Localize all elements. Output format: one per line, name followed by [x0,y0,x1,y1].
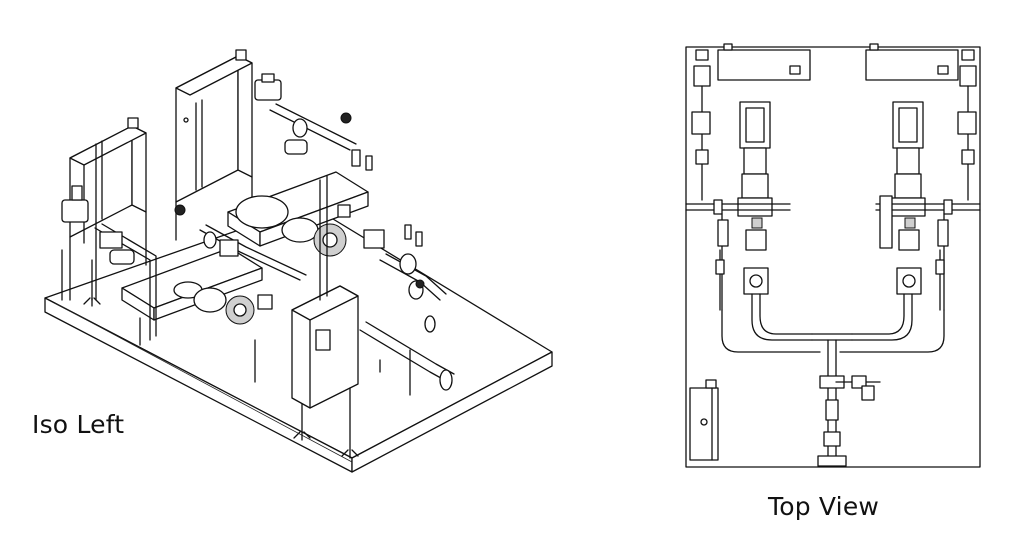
top-view-label: Top View [768,492,880,521]
suction-manifold [721,293,945,353]
pump-front [121,247,263,325]
junction-box [291,285,359,459]
iso-left-label: Iso Left [32,410,125,439]
lower-cabinet [689,379,719,461]
iso-left-view [44,49,553,473]
headers [685,195,981,311]
control-panel-left [69,117,147,301]
pump-motor-right [890,101,926,295]
skid-outline [685,46,981,468]
center-discharge [817,339,881,467]
corner-instruments [691,49,977,201]
support-stands [83,259,101,307]
side-stubs [715,249,945,311]
top-panels [717,43,959,81]
pump-motor-left [737,101,773,295]
piping [61,103,455,396]
valves-and-flanges [61,73,453,391]
control-panel-rear [175,49,253,241]
top-view [685,43,981,468]
